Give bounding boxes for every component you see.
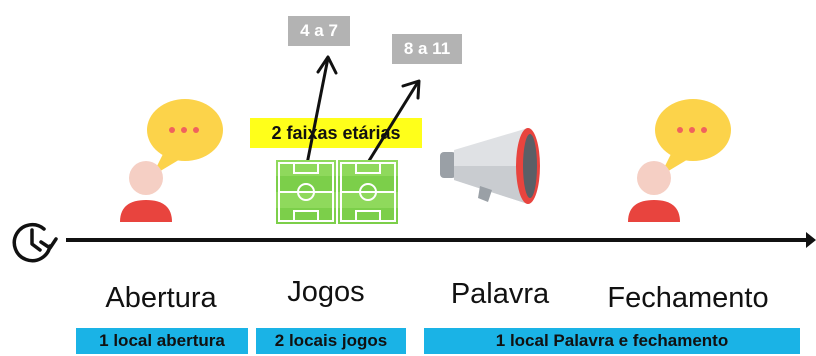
arrow-to-8-11 xyxy=(365,80,420,166)
person-speech-bubble-icon xyxy=(120,99,223,222)
person-head xyxy=(129,161,163,195)
person-speech-bubble-icon xyxy=(628,99,731,222)
speech-bubble xyxy=(655,99,731,176)
stage-abertura: Abertura xyxy=(105,282,217,314)
location-palavra-fechamento-label: 1 local Palavra e fechamento xyxy=(424,328,800,354)
stage-palavra: Palavra xyxy=(450,278,550,310)
person-head xyxy=(637,161,671,195)
age-groups-label: 2 faixas etárias xyxy=(250,118,422,148)
person-body xyxy=(628,200,680,222)
timeline-line xyxy=(66,238,810,242)
age-tag-4-7: 4 a 7 xyxy=(288,16,350,46)
stage-fechamento: Fechamento xyxy=(607,282,769,314)
location-abertura-label: 1 local abertura xyxy=(76,328,248,354)
age-tag-8-11: 8 a 11 xyxy=(392,34,462,64)
stage-jogos: Jogos xyxy=(287,276,365,308)
megaphone-icon xyxy=(440,128,540,204)
arrowhead-8-11 xyxy=(401,79,421,100)
location-jogos-label: 2 locais jogos xyxy=(256,328,406,354)
speech-bubble xyxy=(147,99,223,176)
clock-history-icon xyxy=(12,222,58,263)
timeline-arrowhead xyxy=(806,232,816,248)
soccer-field-icon xyxy=(338,160,398,224)
soccer-field-icon xyxy=(276,160,336,224)
arrow-to-4-7 xyxy=(305,56,330,166)
person-body xyxy=(120,200,172,222)
arrowhead-4-7 xyxy=(316,55,338,75)
